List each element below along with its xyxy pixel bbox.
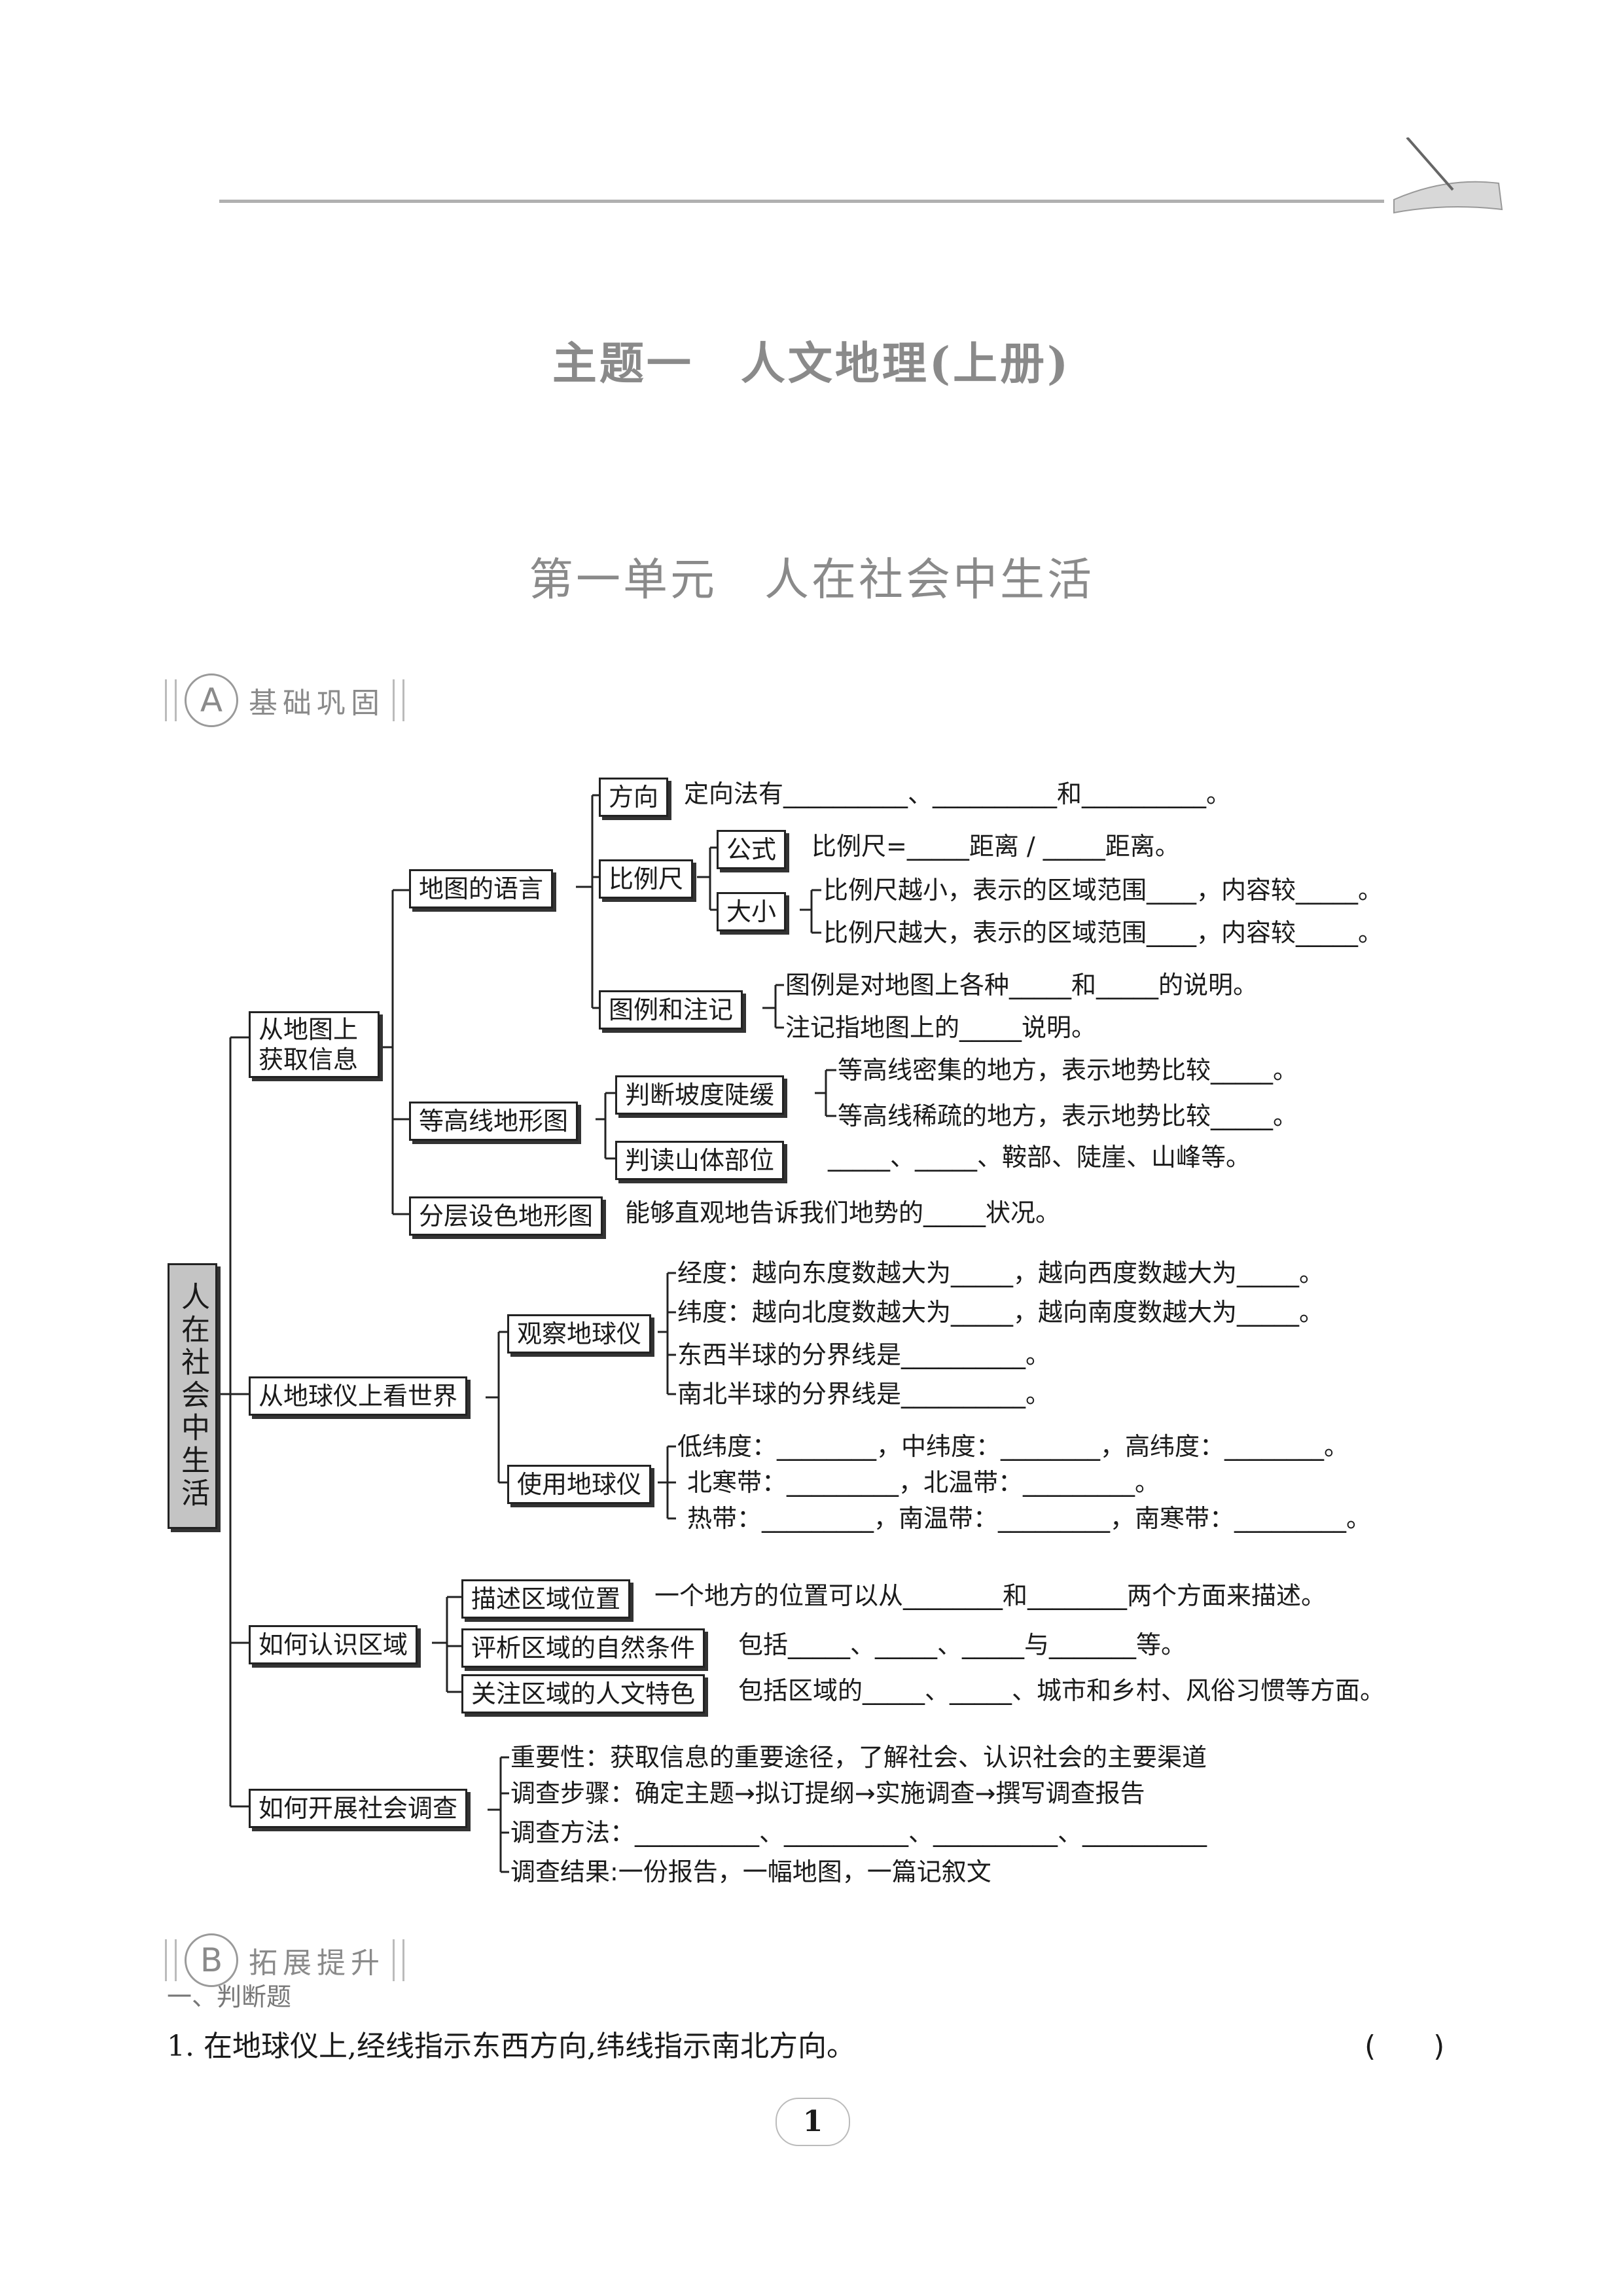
- node-direction: 方向: [599, 778, 668, 817]
- scale-size-text-2: 比例尺越大，表示的区域范围____，内容较_____。: [823, 916, 1383, 949]
- node-scale-size: 大小: [717, 892, 786, 931]
- scale-size-text-1: 比例尺越小，表示的区域范围____，内容较_____。: [823, 874, 1383, 906]
- layered-map-text: 能够直观地告诉我们地势的_____状况。: [625, 1196, 1060, 1229]
- node-use-globe: 使用地球仪: [507, 1465, 651, 1504]
- node-slope: 判断坡度陡缓: [615, 1075, 784, 1115]
- page-number: 1: [776, 2098, 850, 2146]
- node-observe-globe: 观察地球仪: [507, 1314, 651, 1354]
- observe-text-2: 纬度：越向北度数越大为_____，越向南度数越大为_____。: [677, 1296, 1324, 1329]
- direction-text: 定向法有__________、__________和__________。: [684, 778, 1231, 810]
- use-globe-text-2: 北寒带：_________，北温带：_________。: [687, 1466, 1160, 1499]
- region-nature-text: 包括_____、_____、_____与_______等。: [738, 1628, 1186, 1661]
- node-map-info: 从地图上获取信息: [249, 1011, 380, 1078]
- region-culture-text: 包括区域的_____、_____、城市和乡村、风俗习惯等方面。: [738, 1674, 1385, 1707]
- mountain-part-text: _____、_____、鞍部、陡崖、山峰等。: [828, 1141, 1251, 1174]
- answer-parentheses[interactable]: ( ): [1364, 2022, 1444, 2064]
- node-region-culture: 关注区域的人文特色: [461, 1674, 705, 1713]
- observe-text-3: 东西半球的分界线是__________。: [677, 1338, 1050, 1371]
- legend-text-2: 注记指地图上的_____说明。: [785, 1011, 1096, 1044]
- node-region-location: 描述区域位置: [461, 1579, 630, 1619]
- section-b-right-ornament: [393, 1939, 404, 1981]
- section-b-label: 拓展提升: [249, 1939, 385, 1981]
- survey-importance: 重要性：获取信息的重要途径，了解社会、认识社会的主要渠道: [510, 1741, 1207, 1774]
- legend-text-1: 图例是对地图上各种_____和_____的说明。: [785, 969, 1258, 1001]
- node-mountain-part: 判读山体部位: [615, 1141, 784, 1180]
- node-contour-map: 等高线地形图: [409, 1102, 578, 1141]
- formula-text: 比例尺=_____距离 / _____距离。: [812, 830, 1180, 863]
- mindmap-root: 人在社会中生活: [168, 1263, 217, 1529]
- observe-text-4: 南北半球的分界线是__________。: [677, 1378, 1050, 1410]
- node-scale: 比例尺: [599, 859, 693, 899]
- slope-text-2: 等高线稀疏的地方，表示地势比较_____。: [838, 1100, 1298, 1132]
- use-globe-text-1: 低纬度：________，中纬度：________，高纬度：________。: [677, 1430, 1349, 1463]
- survey-methods: 调查方法：__________、__________、__________、__…: [510, 1816, 1207, 1849]
- survey-results: 调查结果:一份报告，一幅地图，一篇记叙文: [510, 1856, 991, 1888]
- node-map-language: 地图的语言: [409, 869, 553, 908]
- question-1: 1. 在地球仪上,经线指示东西方向,纬线指示南北方向。: [167, 2022, 855, 2064]
- node-formula: 公式: [717, 830, 786, 869]
- observe-text-1: 经度：越向东度数越大为_____，越向西度数越大为_____。: [677, 1257, 1324, 1289]
- node-region-nature: 评析区域的自然条件: [461, 1628, 705, 1668]
- node-legend: 图例和注记: [599, 990, 743, 1030]
- section-b-left-ornament: [165, 1939, 177, 1981]
- region-location-text: 一个地方的位置可以从________和________两个方面来描述。: [654, 1579, 1326, 1612]
- survey-steps: 调查步骤：确定主题→拟订提纲→实施调查→撰写调查报告: [510, 1777, 1145, 1810]
- slope-text-1: 等高线密集的地方，表示地势比较_____。: [838, 1054, 1298, 1086]
- node-globe-world: 从地球仪上看世界: [249, 1376, 467, 1416]
- node-region: 如何认识区域: [249, 1625, 418, 1664]
- exercise-heading: 一、判断题: [167, 1977, 291, 2013]
- node-layered-map: 分层设色地形图: [409, 1196, 603, 1236]
- use-globe-text-3: 热带：_________，南温带：_________，南寒带：_________…: [687, 1502, 1371, 1535]
- node-survey: 如何开展社会调查: [249, 1789, 467, 1828]
